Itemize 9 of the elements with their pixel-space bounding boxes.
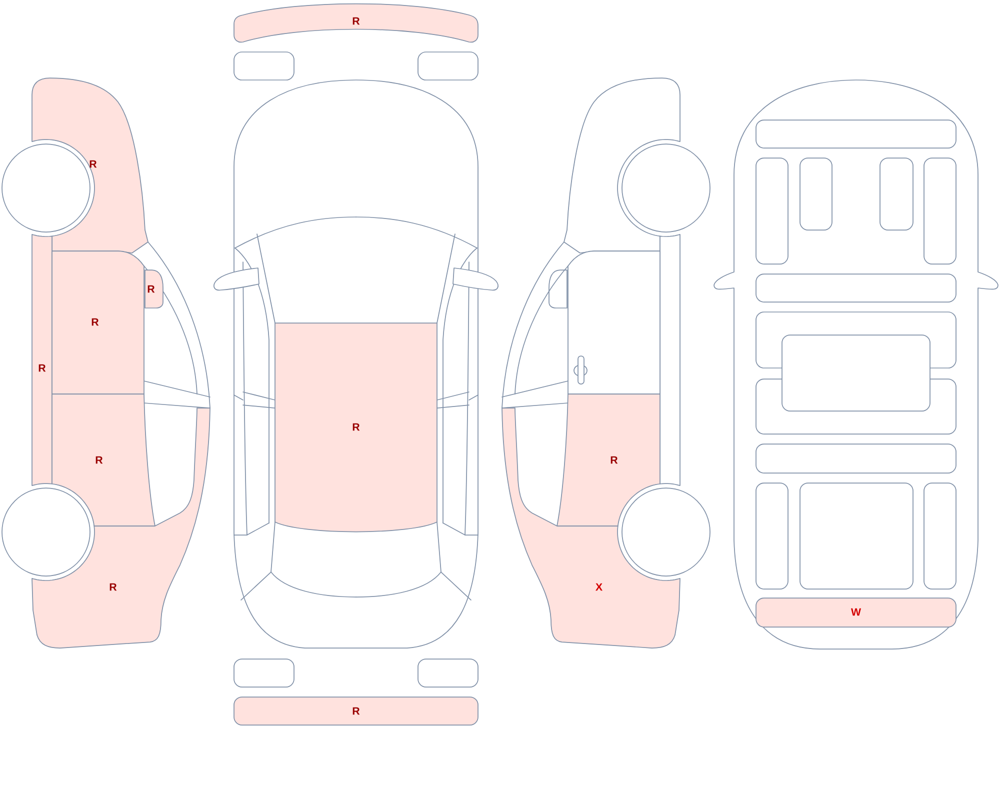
door-panel: R: [52, 250, 144, 394]
fender-panel: R: [32, 78, 148, 254]
mirror-panel: R: [144, 270, 164, 308]
sill-panel: R: [32, 234, 52, 486]
roof-panel: R: [274, 322, 438, 532]
bumper-panel: R: [234, 696, 478, 726]
door-panel: R: [556, 394, 660, 526]
door-panel: R: [52, 394, 156, 526]
bumper-panel: R: [234, 3, 478, 43]
